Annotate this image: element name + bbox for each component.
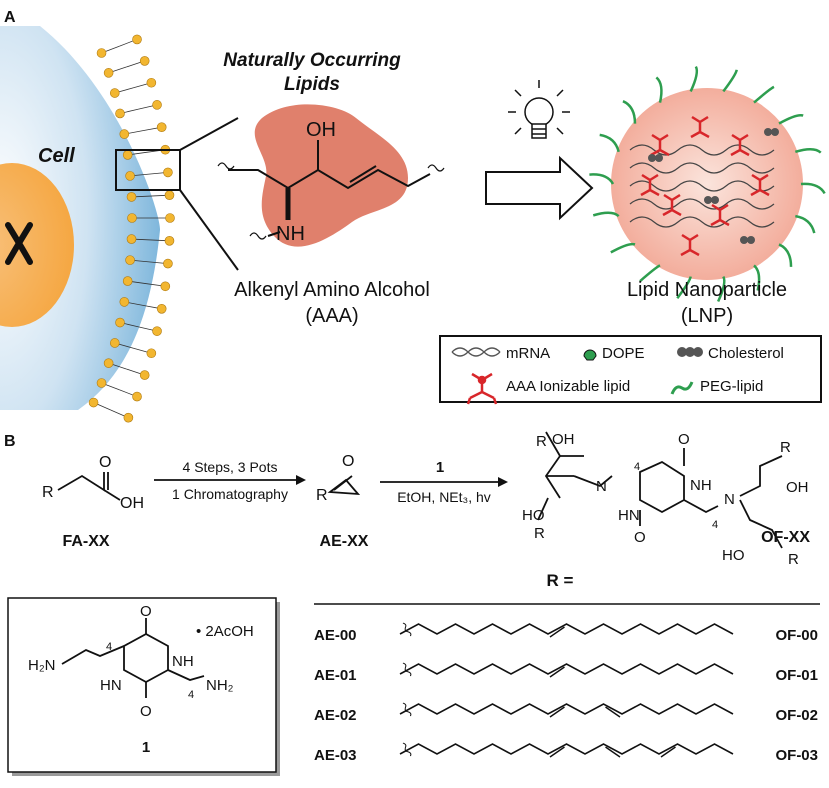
ae-o-label: O	[342, 453, 354, 470]
of-r-top-left: R	[536, 433, 547, 450]
compound-1-sub4-right: 4	[188, 689, 194, 701]
of-r-bottom-right: R	[788, 551, 799, 568]
aaa-lipid-legend-icon	[466, 372, 498, 405]
row-3-left: AE-03	[314, 747, 357, 764]
r-table-row-2: AE-02 OF-02	[314, 702, 818, 724]
of-sub4-left: 4	[634, 461, 640, 473]
of-o-bottom: O	[634, 529, 646, 546]
r-table-row-0: AE-00 OF-00	[314, 622, 818, 644]
of-r-top-right: R	[780, 439, 791, 456]
ae-label: AE-XX	[320, 533, 369, 550]
legend-dope: DOPE	[602, 345, 645, 362]
transform-arrow	[485, 155, 594, 221]
aaa-name: Alkenyl Amino Alcohol	[234, 279, 430, 301]
fa-o-label: O	[99, 454, 111, 471]
of-structure	[537, 431, 783, 549]
legend-peg-lipid: PEG-lipid	[700, 378, 763, 395]
fatty-acid-structure	[57, 472, 121, 501]
zoom-line-top	[179, 117, 239, 151]
zoom-line-bottom	[179, 189, 239, 271]
step1-top: 4 Steps, 3 Pots	[183, 459, 278, 475]
of-o-top: O	[678, 431, 690, 448]
compound-1-box	[7, 597, 277, 773]
row-1-right: OF-01	[775, 667, 818, 684]
row-0-left: AE-00	[314, 627, 357, 644]
of-n-left: N	[596, 478, 607, 495]
of-oh-right: OH	[786, 479, 809, 496]
row-2-right: OF-02	[775, 707, 818, 724]
legend-mrna: mRNA	[506, 345, 550, 362]
aaa-highlight-blob	[254, 104, 408, 247]
row-0-chain	[399, 622, 734, 638]
r-equals: R =	[547, 571, 574, 590]
row-2-left: AE-02	[314, 707, 357, 724]
ae-r-label: R	[316, 487, 328, 504]
row-3-chain	[399, 742, 734, 758]
compound-1-o-top: O	[140, 603, 152, 620]
of-n-right: N	[724, 491, 735, 508]
row-1-left: AE-01	[314, 667, 357, 684]
chromosome-icon	[5, 222, 33, 265]
of-label: OF-XX	[761, 529, 810, 546]
compound-1-salt: • 2AcOH	[196, 623, 254, 640]
row-2-chain	[399, 702, 734, 718]
compound-1-hn: HN	[100, 677, 122, 694]
of-sub4-right: 4	[712, 519, 718, 531]
r-table-row-3: AE-03 OF-03	[314, 742, 818, 764]
of-hn-left: HN	[618, 507, 640, 524]
of-oh-top-left: OH	[552, 431, 575, 448]
of-ho-left: HO	[522, 507, 545, 524]
lightbulb-icon	[508, 80, 570, 139]
of-r-bottom-left: R	[534, 525, 545, 542]
lipids-title-line1: Naturally Occurring	[223, 50, 401, 71]
nucleus	[0, 163, 74, 327]
fa-label: FA-XX	[62, 533, 109, 550]
fa-oh-label: OH	[120, 495, 144, 512]
reaction-arrow-2-head	[498, 477, 508, 487]
compound-1-nh2: NH₂	[206, 677, 234, 694]
compound-1-o-bottom: O	[140, 703, 152, 720]
lipids-title-line2: Lipids	[284, 74, 340, 95]
reaction-arrow-1-head	[296, 475, 306, 485]
peg-lipid-legend-icon	[670, 381, 694, 395]
r-table-row-1: AE-01 OF-01	[314, 662, 818, 684]
fa-r-label: R	[42, 484, 54, 501]
zoom-box	[115, 149, 181, 191]
cell-label: Cell	[38, 145, 75, 167]
aaa-abbr: (AAA)	[305, 305, 358, 327]
dope-legend-icon	[583, 349, 597, 361]
aaa-nh-label: NH	[276, 223, 305, 245]
compound-1-number: 1	[142, 739, 150, 756]
lnp-name: Lipid Nanoparticle	[627, 279, 787, 301]
lipid-bilayer	[88, 34, 175, 423]
aaa-structure	[217, 140, 445, 240]
row-3-right: OF-03	[775, 747, 818, 764]
panel-b-label: B	[4, 433, 16, 450]
mrna-legend-icon	[451, 347, 501, 357]
legend-box	[439, 335, 822, 403]
aaa-oh-label: OH	[306, 119, 336, 141]
lnp-abbr: (LNP)	[681, 305, 733, 327]
compound-1-h2n: H₂N	[28, 657, 56, 674]
cholesterol-legend-icon	[677, 347, 703, 357]
row-1-chain	[399, 662, 734, 678]
step2-bottom: EtOH, NEt₃, hv	[397, 489, 491, 505]
row-0-right: OF-00	[775, 627, 818, 644]
compound-1-nh: NH	[172, 653, 194, 670]
legend-cholesterol: Cholesterol	[708, 345, 784, 362]
step2-top: 1	[436, 459, 444, 476]
of-nh-right: NH	[690, 477, 712, 494]
compound-1-sub4-left: 4	[106, 641, 112, 653]
compound-1-structure	[61, 618, 205, 698]
of-ho-bottom-right: HO	[722, 547, 745, 564]
lnp-particle	[589, 65, 826, 303]
step1-bottom: 1 Chromatography	[172, 486, 288, 502]
panel-a-label: A	[4, 9, 16, 26]
legend-aaa-lipid: AAA Ionizable lipid	[506, 378, 630, 395]
epoxide-structure	[327, 475, 361, 496]
